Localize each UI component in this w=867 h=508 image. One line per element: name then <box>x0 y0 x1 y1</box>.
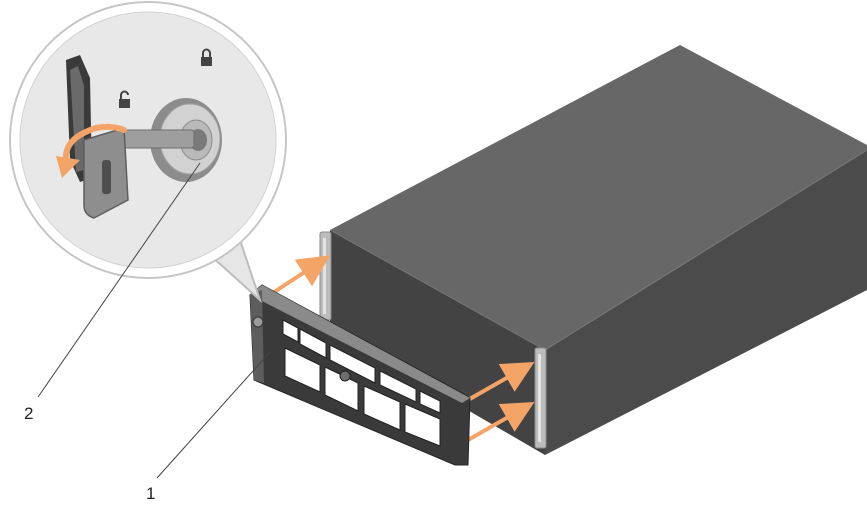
leader-line-2 <box>37 162 201 398</box>
chassis-edge <box>544 149 867 351</box>
front-bezel <box>249 284 471 466</box>
unlock-icon <box>119 90 130 108</box>
bezel-keylock <box>252 316 264 328</box>
callout-label-bezel: 1 <box>146 484 155 503</box>
bezel-top-rim <box>250 285 470 403</box>
install-arrow <box>467 362 535 402</box>
chassis-top-face <box>330 45 867 350</box>
leader-line-1 <box>156 351 271 479</box>
callout-label-keylock: 2 <box>24 404 33 423</box>
lock-icon <box>201 48 212 66</box>
rotate-arrow-icon <box>56 123 127 178</box>
key-icon <box>83 127 195 219</box>
install-arrow <box>467 402 535 442</box>
bezel-left-cap <box>250 290 264 383</box>
chassis-side-face <box>545 150 867 455</box>
rack-ear-right <box>534 347 547 449</box>
zoom-detail <box>9 1 287 304</box>
chassis-edge <box>329 229 546 351</box>
bezel-vents <box>282 319 441 447</box>
server-chassis <box>329 45 867 455</box>
latch-highlight <box>70 66 84 172</box>
bezel-logo <box>339 370 351 382</box>
chassis-front-face <box>330 230 545 455</box>
rack-ear-left <box>319 231 332 321</box>
